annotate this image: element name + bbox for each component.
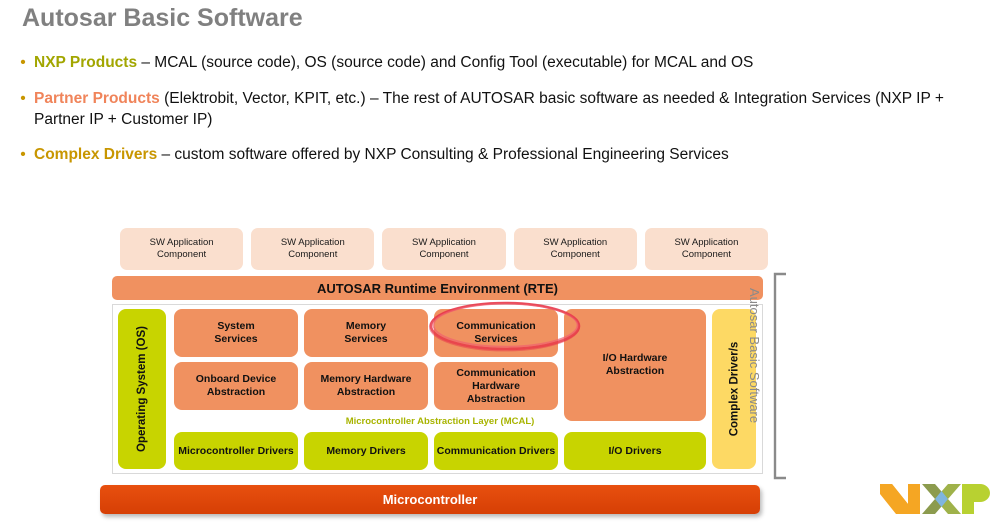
microcontroller-drivers-box: Microcontroller Drivers [174,432,298,470]
bullet-lead: Complex Drivers [34,146,158,163]
box-label-line2: Component [550,249,600,260]
bullet-body: (Elektrobit, Vector, KPIT, etc.) – The r… [34,90,944,128]
operating-system-label: Operating System (OS) [136,326,149,452]
bullet-text: Partner Products (Elektrobit, Vector, KP… [34,88,987,130]
box-label-line1: SW Application [674,237,739,248]
bullet-marker-icon: • [20,90,26,107]
onboard-device-abstraction-box: Onboard Device Abstraction [174,362,298,410]
bullet-list: • NXP Products – MCAL (source code), OS … [12,52,987,180]
sw-application-component-box: SW Application Component [251,228,375,270]
bullet-lead: NXP Products [34,54,138,71]
box-label-line1: SW Application [280,237,345,248]
box-label-line2: Component [681,249,731,260]
box-label-line1: SW Application [543,237,608,248]
box-label-line2: Component [288,249,338,260]
complex-drivers-label: Complex Driver/s [728,341,741,437]
page-title: Autosar Basic Software [22,4,303,32]
memory-drivers-box: Memory Drivers [304,432,428,470]
sw-application-component-box: SW Application Component [120,228,244,270]
box-label-line2: Abstraction [466,392,526,405]
microcontroller-bar: Microcontroller [100,485,760,514]
bullet-body: – custom software offered by NXP Consult… [157,146,729,163]
memory-hardware-abstraction-box: Memory Hardware Abstraction [304,362,428,410]
box-label-line1: System [217,320,255,332]
nxp-logo-icon [880,484,990,514]
box-label-line1: Memory Hardware [320,373,412,385]
box-label-line1: I/O Hardware [602,352,668,364]
box-label-line1: SW Application [412,237,476,248]
complex-drivers-column: Complex Driver/s [712,309,756,469]
box-label-line1: Communication Hardware [456,366,536,392]
list-item: • Complex Drivers – custom software offe… [12,144,987,166]
list-item: • Partner Products (Elektrobit, Vector, … [12,88,987,130]
box-label-line2: Abstraction [206,386,266,398]
box-label-line2: Abstraction [605,365,665,377]
sw-application-component-box: SW Application Component [382,228,506,270]
box-label-line2: Component [157,249,207,260]
bullet-lead: Partner Products [34,90,160,107]
communication-hardware-abstraction-box: Communication Hardware Abstraction [434,362,558,410]
autosar-scope-bracket-icon [773,272,786,480]
bullet-body: – MCAL (source code), OS (source code) a… [137,54,754,71]
box-label-line2: Abstraction [336,386,396,398]
bullet-text: Complex Drivers – custom software offere… [34,144,729,165]
box-label-line2: Services [214,333,258,345]
autosar-architecture-diagram: SW Application Component SW Application … [108,224,769,476]
box-label-line1: Communication [456,320,536,332]
mcal-layer-label: Microcontroller Abstraction Layer (MCAL) [345,416,535,427]
communication-drivers-box: Communication Drivers [434,432,558,470]
box-label-line1: Onboard Device [195,373,277,385]
memory-services-box: Memory Services [304,309,428,357]
sw-application-component-box: SW Application Component [513,228,637,270]
bracket-label: Autosar Basic Software [747,288,762,424]
bullet-text: NXP Products – MCAL (source code), OS (s… [34,52,753,73]
io-hardware-abstraction-box: I/O Hardware Abstraction [564,309,706,421]
box-label-line2: Component [419,249,469,260]
list-item: • NXP Products – MCAL (source code), OS … [12,52,987,74]
box-label-line1: Memory [345,320,387,332]
autosar-rte-bar: AUTOSAR Runtime Environment (RTE) [112,276,763,300]
sw-application-component-box: SW Application Component [644,228,769,270]
operating-system-column: Operating System (OS) [118,309,166,469]
box-label-line2: Services [474,333,518,345]
system-services-box: System Services [174,309,298,357]
bullet-marker-icon: • [20,54,26,71]
box-label-line2: Services [344,333,388,345]
communication-services-box: Communication Services [434,309,558,357]
io-drivers-box: I/O Drivers [564,432,706,470]
box-label-line1: SW Application [149,237,214,248]
sw-application-component-row: SW Application Component SW Application … [120,228,769,270]
bullet-marker-icon: • [20,146,26,163]
